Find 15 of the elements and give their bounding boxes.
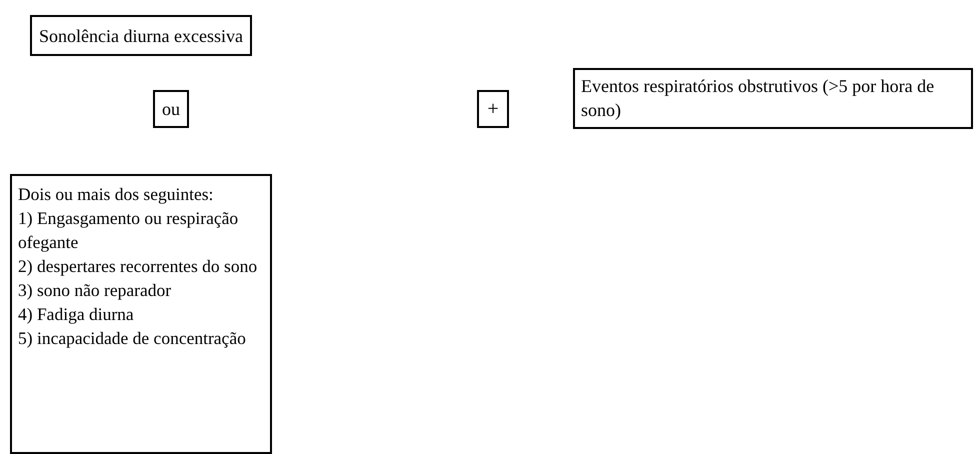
list-item: 2) despertares recorrentes do sono (18, 255, 258, 278)
box-label: + (487, 98, 499, 120)
list-item: 3) sono não reparador (18, 279, 172, 302)
box-label: ou (162, 98, 180, 120)
criteria-box (573, 68, 973, 129)
operator-box (477, 90, 509, 128)
operator-box (153, 90, 189, 128)
box-label: Eventos respiratórios obstrutivos (>5 por hora de sono) (581, 75, 936, 122)
box-label: Sonolência diurna excessiva (39, 24, 243, 46)
label-box (30, 15, 252, 56)
list-item: 5) incapacidade de concentração (18, 327, 246, 350)
criteria-list-box (10, 174, 272, 454)
list-item: 1) Engasgamento ou respiração ofegante (18, 207, 240, 254)
list-heading: Dois ou mais dos seguintes: (18, 183, 214, 206)
list-item: 4) Fadiga diurna (18, 303, 134, 326)
